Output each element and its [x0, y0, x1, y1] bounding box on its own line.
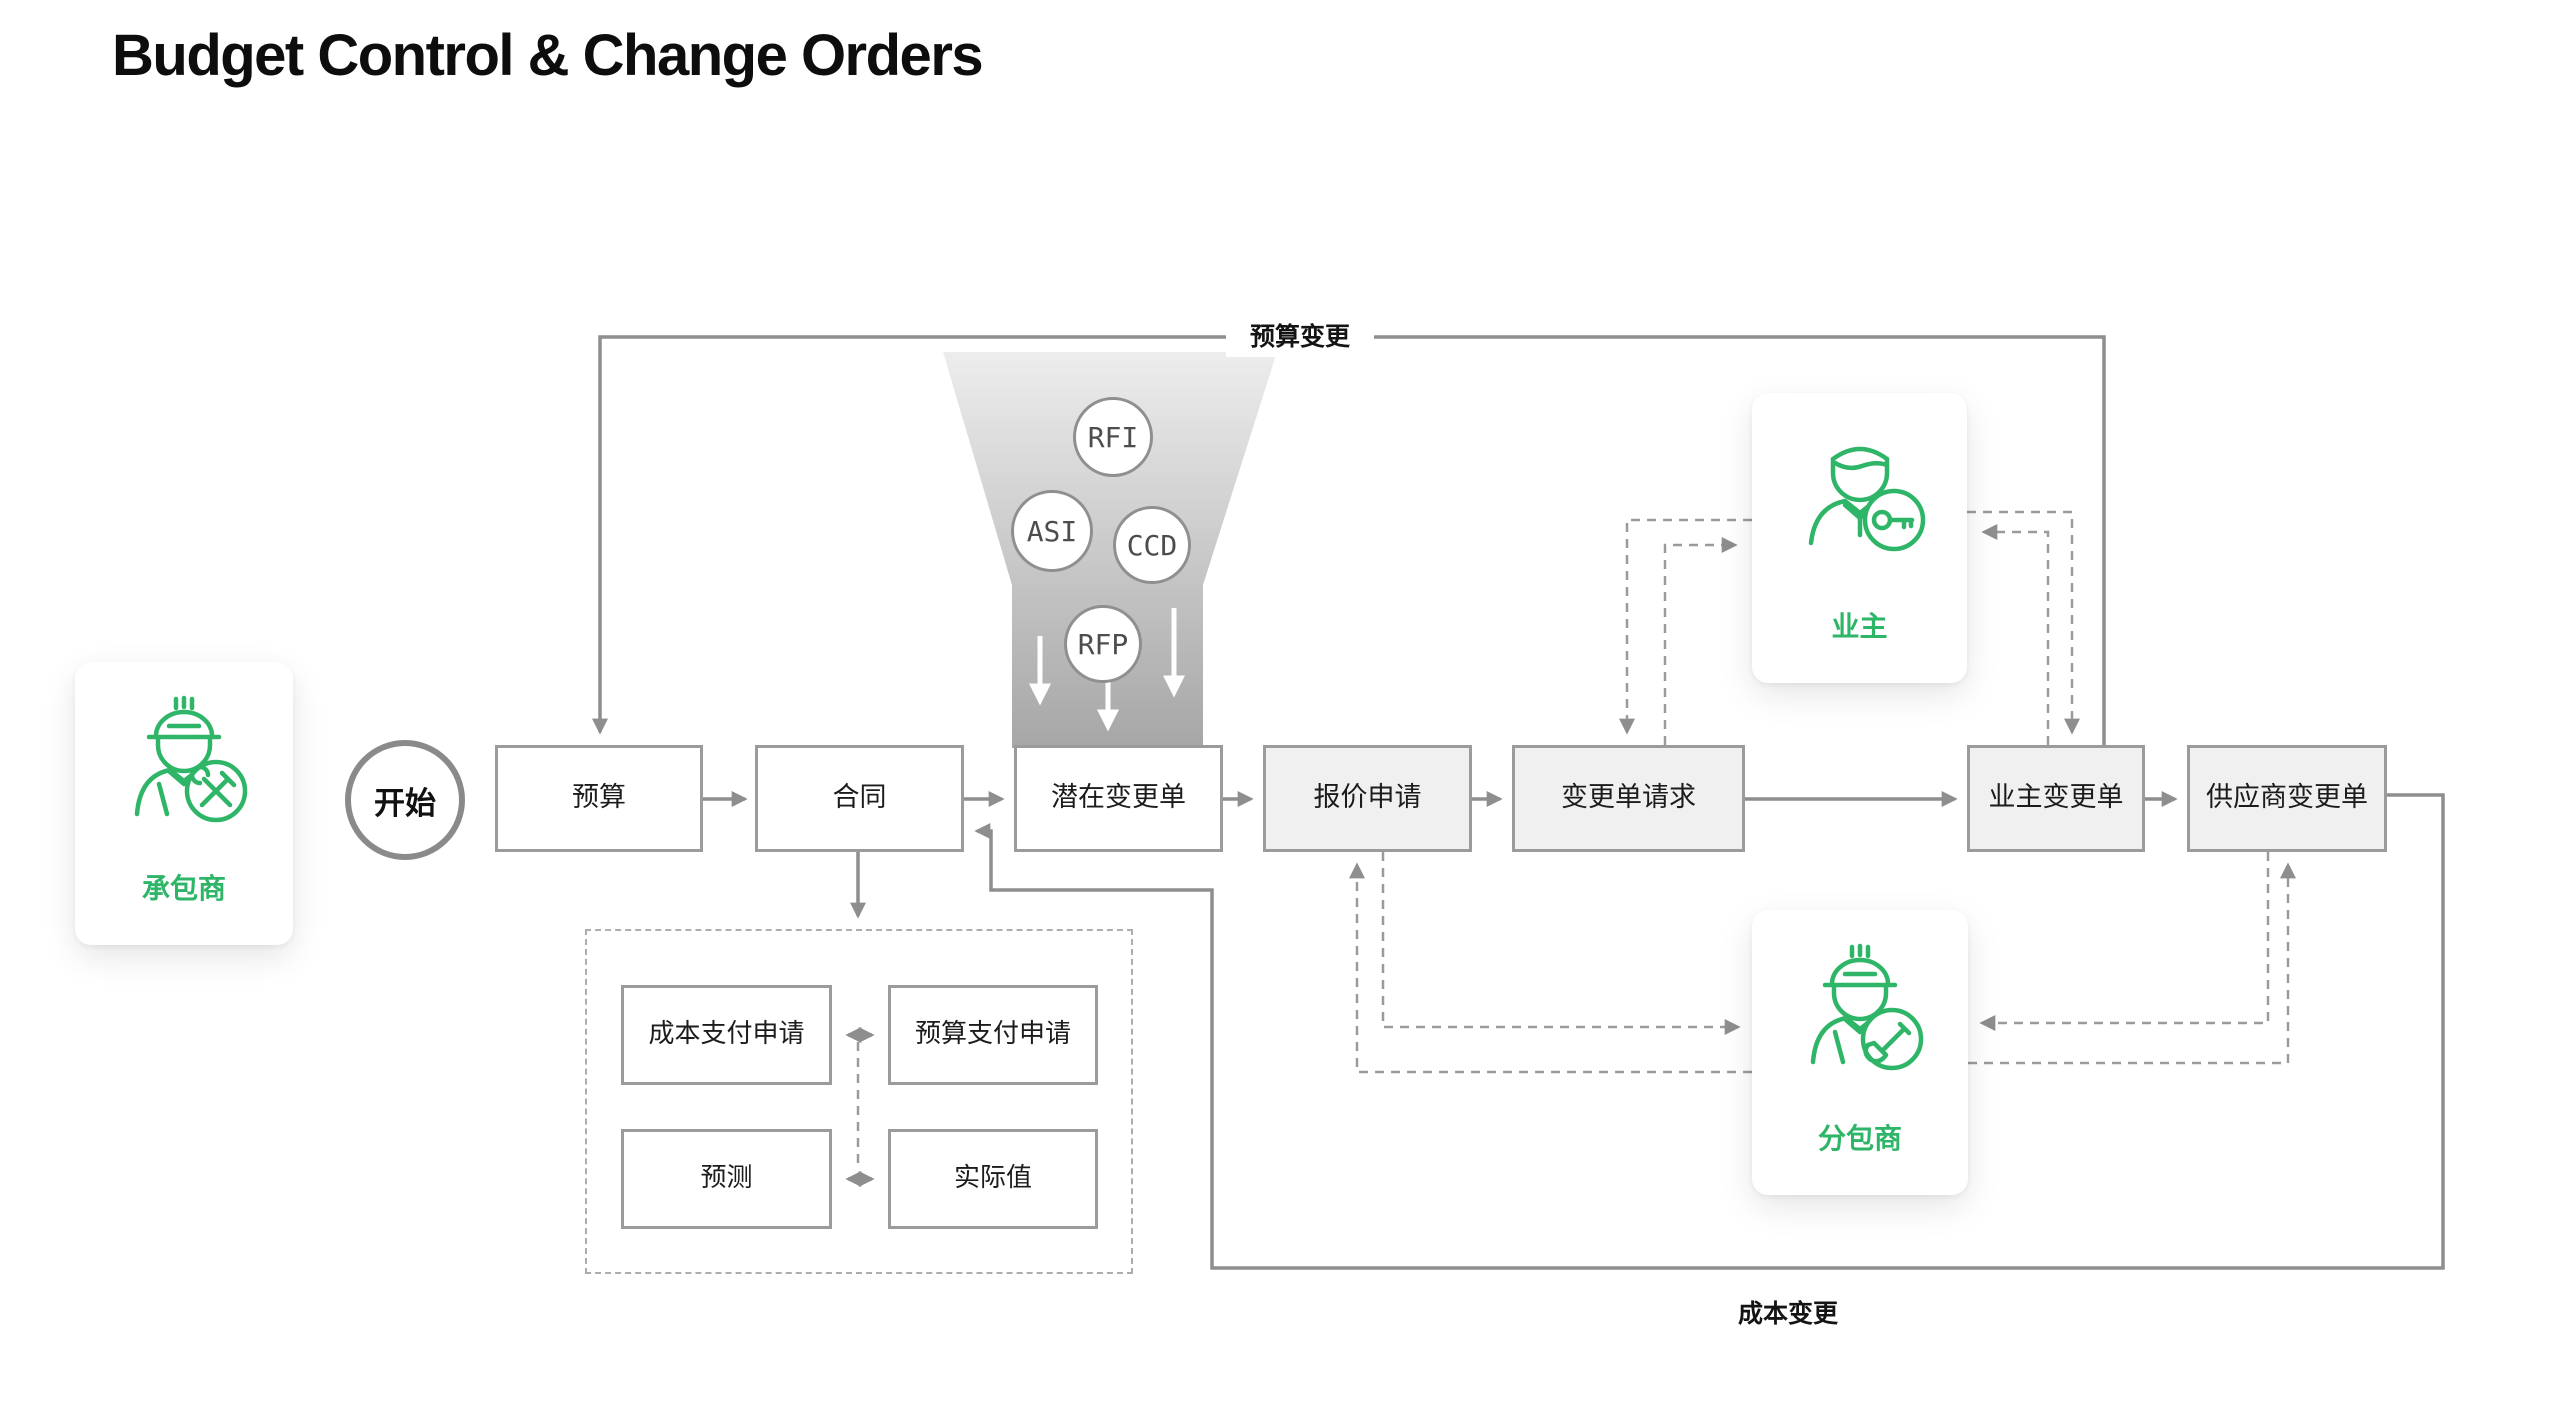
budget-change-label: 预算变更	[1226, 317, 1374, 357]
start-node: 开始	[345, 740, 465, 860]
actual-label: 实际值	[953, 1163, 1032, 1194]
node-rfq-label: 报价申请	[1313, 782, 1422, 814]
cost-change-label: 成本变更	[1737, 1299, 1838, 1328]
node-budget-label: 预算	[572, 782, 626, 814]
node-pco-label: 潜在变更单	[1051, 782, 1186, 814]
forecast-label: 预测	[700, 1163, 753, 1194]
dashed-owner-to-cor	[1619, 518, 1752, 735]
dashed-subcontractor-to-supplierco	[1968, 862, 2296, 1065]
budget-payment-label: 预算支付申请	[914, 1019, 1071, 1050]
dashed-subcontractor-to-rfq	[1349, 862, 1752, 1074]
subcontractor-label: 分包商	[1817, 1122, 1902, 1155]
node-actual: 实际值	[888, 1129, 1098, 1229]
node-owner-change-order: 业主变更单	[1967, 745, 2145, 852]
rfi-label: RFI	[1087, 420, 1139, 454]
owner-card: 业主	[1752, 393, 1967, 683]
worker-shovel-icon	[1810, 943, 1924, 1071]
ccd-label: CCD	[1126, 528, 1178, 562]
funnel-chip-rfp: RFP	[1064, 605, 1142, 683]
page-title: Budget Control & Change Orders	[112, 23, 984, 88]
funnel-chip-rfi: RFI	[1073, 397, 1153, 477]
node-cost-payment-request: 成本支付申请	[621, 985, 832, 1085]
node-forecast: 预测	[621, 1129, 832, 1229]
dashed-owner-to-ownerco	[1967, 510, 2080, 735]
payments-group-container	[585, 929, 1133, 1274]
funnel-chip-asi: ASI	[1011, 490, 1093, 572]
node-supplier-co-label: 供应商变更单	[2206, 782, 2368, 814]
dashed-cor-to-owner	[1663, 537, 1738, 745]
owner-label: 业主	[1831, 610, 1888, 643]
start-label: 开始	[374, 785, 436, 822]
person-key-icon	[1808, 446, 1925, 552]
node-potential-change-order: 潜在变更单	[1014, 745, 1223, 852]
rfp-label: RFP	[1077, 627, 1129, 661]
node-change-order-request: 变更单请求	[1512, 745, 1745, 852]
contractor-card: 承包商	[75, 662, 293, 945]
node-budget: 预算	[495, 745, 703, 852]
node-supplier-change-order: 供应商变更单	[2187, 745, 2387, 852]
dashed-supplierco-to-subcontractor	[1979, 852, 2270, 1031]
funnel-chip-ccd: CCD	[1113, 506, 1191, 584]
contractor-label: 承包商	[141, 872, 226, 905]
node-cor-label: 变更单请求	[1561, 782, 1696, 814]
subcontractor-card: 分包商	[1752, 910, 1968, 1195]
dashed-connectors	[856, 510, 2296, 1170]
dashed-rfq-to-subcontractor	[1381, 852, 1741, 1035]
cost-payment-label: 成本支付申请	[648, 1019, 805, 1050]
worker-tools-icon	[134, 695, 248, 823]
node-rfq: 报价申请	[1263, 745, 1472, 852]
node-owner-co-label: 业主变更单	[1988, 782, 2124, 814]
dashed-ownerco-to-owner	[1981, 524, 2050, 745]
node-contract: 合同	[755, 745, 964, 852]
change-funnel	[943, 352, 1277, 748]
cost-change-loop-line	[974, 793, 2445, 1270]
node-contract-label: 合同	[832, 782, 887, 814]
node-budget-payment-request: 预算支付申请	[888, 985, 1098, 1085]
asi-label: ASI	[1026, 514, 1078, 548]
